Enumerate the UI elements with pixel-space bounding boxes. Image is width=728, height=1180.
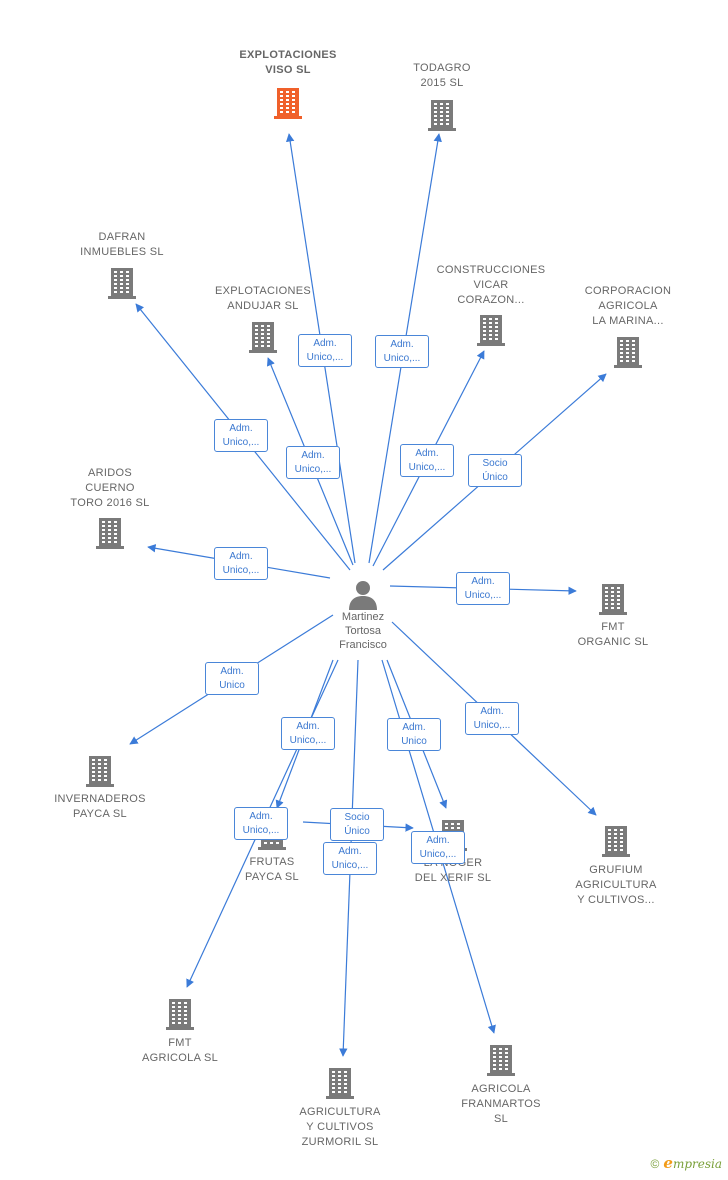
brand-logo: ©empresia: [651, 1154, 722, 1172]
building-icon: [249, 322, 277, 353]
brand-name: mpresia: [672, 1157, 722, 1171]
company-name: FMT ORGANIC SL: [577, 621, 649, 648]
person-icon: [349, 581, 377, 610]
building-icon: [326, 1068, 354, 1099]
building-icon: [477, 315, 505, 346]
building-icon: [614, 337, 642, 368]
company-name: FRUTAS PAYCA SL: [245, 856, 299, 883]
relation-label[interactable]: Adm. Unico,...: [234, 807, 288, 840]
company-name: FMT AGRICOLA SL: [141, 1037, 219, 1064]
relation-label[interactable]: Adm. Unico,...: [214, 419, 268, 452]
building-icon: [86, 756, 114, 787]
relation-label[interactable]: Adm. Unico,...: [465, 702, 519, 735]
copyright-symbol: ©: [650, 1157, 660, 1171]
company-name: DAFRAN INMUEBLES SL: [80, 231, 164, 258]
company-name: ARIDOS CUERNO TORO 2016 SL: [70, 467, 150, 509]
relation-label[interactable]: Socio Único: [468, 454, 522, 487]
relation-label[interactable]: Adm. Unico,...: [375, 335, 429, 368]
company-name: EXPLOTACIONES VISO SL: [239, 49, 337, 76]
company-name: AGRICULTURA Y CULTIVOS ZURMORIL SL: [299, 1106, 381, 1148]
building-icon: [108, 268, 136, 299]
relation-label[interactable]: Adm. Unico,...: [400, 444, 454, 477]
relation-label[interactable]: Adm. Unico,...: [298, 334, 352, 367]
relation-label[interactable]: Adm. Unico,...: [456, 572, 510, 605]
building-icon: [166, 999, 194, 1030]
brand-initial: e: [663, 1154, 673, 1172]
building-icon: [428, 100, 456, 131]
relation-label[interactable]: Adm. Unico,...: [214, 547, 268, 580]
company-name: INVERNADEROS PAYCA SL: [54, 793, 146, 820]
relation-label[interactable]: Adm. Unico: [205, 662, 259, 695]
person-node[interactable]: Martinez Tortosa Francisco: [308, 578, 418, 652]
company-name: TODAGRO 2015 SL: [413, 62, 471, 89]
company-name: AGRICOLA FRANMARTOS SL: [461, 1083, 541, 1125]
relation-label[interactable]: Adm. Unico,...: [411, 831, 465, 864]
relation-label[interactable]: Adm. Unico,...: [323, 842, 377, 875]
building-icon: [96, 518, 124, 549]
relation-label[interactable]: Socio Único: [330, 808, 384, 841]
building-icon: [487, 1045, 515, 1076]
relation-label[interactable]: Adm. Unico,...: [286, 446, 340, 479]
company-name: GRUFIUM AGRICULTURA Y CULTIVOS...: [575, 864, 657, 906]
relation-label[interactable]: Adm. Unico,...: [281, 717, 335, 750]
relation-label[interactable]: Adm. Unico: [387, 718, 441, 751]
building-icon: [274, 88, 302, 119]
company-name: EXPLOTACIONES ANDUJAR SL: [215, 285, 311, 312]
building-icon: [599, 584, 627, 615]
building-icon: [602, 826, 630, 857]
person-name: Martinez Tortosa Francisco: [339, 611, 387, 651]
company-name: CORPORACION AGRICOLA LA MARINA...: [584, 285, 672, 327]
company-name: CONSTRUCCIONES VICAR CORAZON...: [436, 264, 546, 306]
